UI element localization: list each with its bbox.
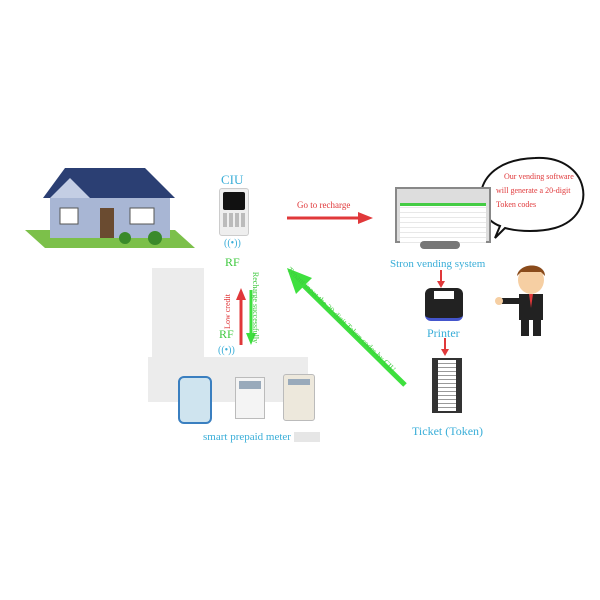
- grey-patch: [294, 432, 320, 442]
- speech-bubble-text: Our vending software will generate a 20-…: [496, 170, 574, 212]
- recharge-successfully-arrow: [246, 290, 256, 345]
- rf-signal-icon-bottom: ((•)): [218, 345, 235, 356]
- rf-signal-icon-top: ((•)): [224, 238, 241, 249]
- rf-label-top: RF: [225, 255, 240, 269]
- ticket-image: [432, 358, 462, 413]
- smart-meter-label: smart prepaid meter: [203, 431, 291, 443]
- to-ticket-arrow: [441, 338, 449, 356]
- low-credit-label: Low credit: [222, 294, 232, 329]
- grey-backdrop-vertical: [152, 268, 204, 358]
- grey-backdrop-horizontal: [148, 357, 308, 402]
- rf-label-bottom: RF: [219, 327, 234, 341]
- ticket-label: Ticket (Token): [412, 424, 484, 438]
- low-credit-arrow: [236, 288, 246, 345]
- printer-image: [425, 288, 463, 321]
- to-printer-arrow: [437, 270, 445, 288]
- bubble-line-2: will generate a 20-digit: [496, 186, 571, 195]
- ciu-device: [219, 188, 249, 236]
- speech-bubble: [479, 156, 585, 239]
- go-to-recharge-arrow: [287, 212, 373, 224]
- go-to-recharge-label: Go to recharge: [297, 200, 351, 210]
- electricity-meter-single-phase: [235, 377, 265, 419]
- monitor-stand: [420, 241, 460, 249]
- house-image: [25, 168, 195, 248]
- bubble-line-1: Our vending software: [504, 172, 574, 181]
- bubble-line-3: Token codes: [496, 200, 537, 209]
- water-meter: [178, 376, 212, 424]
- monitor-image: [395, 187, 491, 247]
- ciu-label: CIU: [221, 172, 244, 187]
- vending-system-label: Stron vending system: [390, 258, 486, 270]
- tenant-input-arrow: [287, 268, 407, 387]
- printer-label: Printer: [427, 326, 460, 340]
- recharge-successfully-label: Recharge successfully: [251, 271, 261, 344]
- electricity-meter-keypad: [283, 374, 315, 421]
- businessman-illustration: [495, 265, 545, 336]
